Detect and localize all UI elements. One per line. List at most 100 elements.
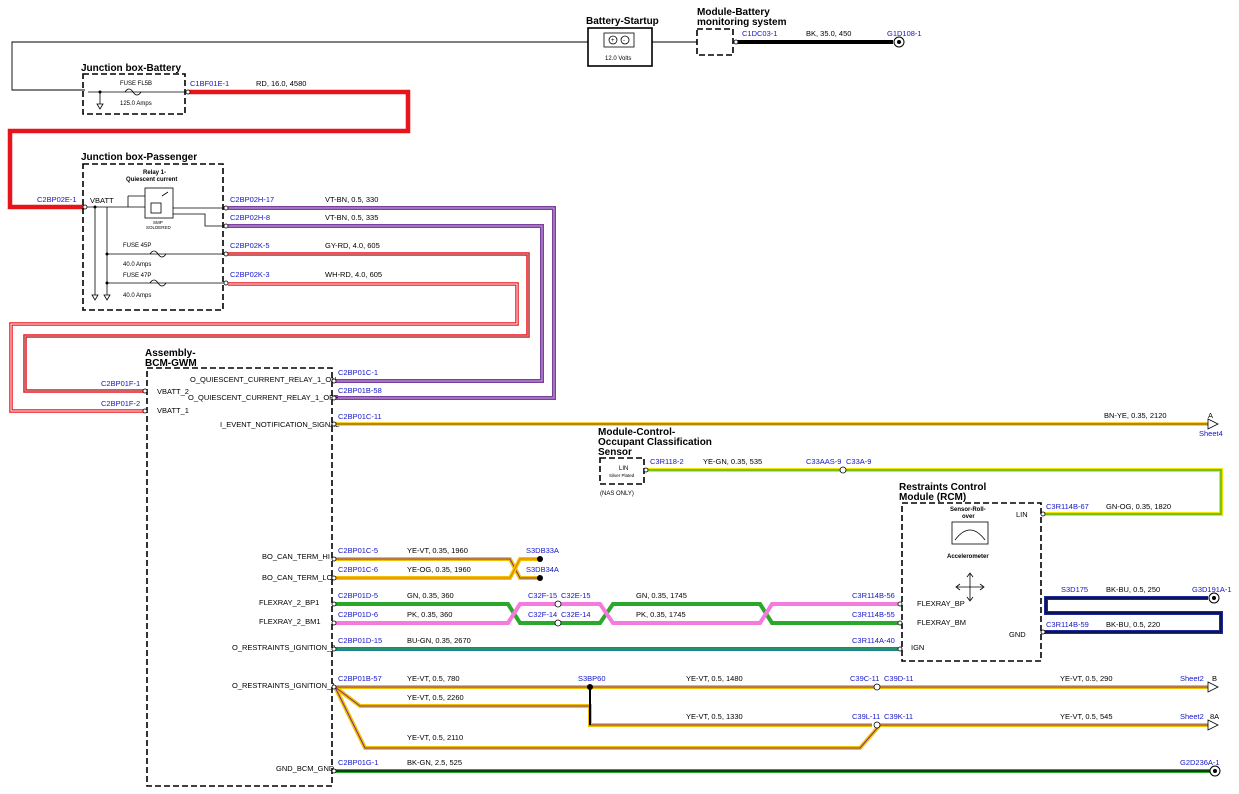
wire-label-bkgn: BK-GN, 2.5, 525	[407, 758, 462, 767]
battery-startup-module[interactable]: Battery-Startup + - 12.0 Volts	[586, 16, 659, 67]
ground-arrow-icon	[96, 103, 104, 110]
sheet2-link-8a[interactable]: Sheet2	[1180, 712, 1204, 721]
junction-box-passenger[interactable]: Junction box-Passenger Relay 1- Quiescen…	[81, 152, 225, 311]
vbatt-label: VBATT	[90, 196, 114, 205]
wire-label-bugn: BU-GN, 0.35, 2670	[407, 636, 471, 645]
wire-battery-feed[interactable]	[11, 41, 588, 91]
sheet2-link-b[interactable]: Sheet2	[1180, 674, 1204, 683]
conn-c39d11: C39D-11	[884, 674, 913, 683]
sheet-arrow-icon[interactable]	[1207, 719, 1219, 731]
rcm-ign: IGN	[911, 643, 924, 652]
wire-label-yevt1480: YE-VT, 0.5, 1480	[686, 674, 743, 683]
conn-c39c11: C39C-11	[850, 674, 879, 683]
inline-connector-icon	[839, 466, 847, 474]
conn-g1d108: G1D108-1	[887, 29, 922, 38]
conn-c2bp01b57: C2BP01B-57	[338, 674, 382, 683]
pin-relay-on: O_QUIESCENT_CURRENT_RELAY_1_ON	[190, 375, 337, 384]
bcm-gwm-module[interactable]: Assembly- BCM-GWM	[145, 348, 333, 787]
occ-note: (NAS ONLY)	[600, 491, 634, 497]
sheet-arrow-icon[interactable]	[1207, 681, 1219, 693]
arrow-label-b: B	[1212, 674, 1217, 683]
junction-box-battery[interactable]: Junction box-Battery FUSE FL5B 125.0 Amp…	[81, 63, 186, 115]
inline-connector-icon	[873, 683, 881, 691]
conn-c1dc03: C1DC03-1	[742, 29, 777, 38]
wire-label-pk1745: PK, 0.35, 1745	[636, 610, 686, 619]
bcm-title-l2: BCM-GWM	[145, 358, 197, 369]
junction-battery-title: Junction box-Battery	[81, 63, 181, 74]
sheet-arrow-icon[interactable]	[1207, 418, 1219, 430]
sheet4-link[interactable]: Sheet4	[1199, 429, 1223, 438]
pin-ign1: O_RESTRAINTS_IGNITION_1	[232, 681, 335, 690]
conn-c32e14: C32E-14	[561, 610, 591, 619]
occ-title-l3: Sensor	[598, 447, 632, 458]
fuse-icon	[124, 88, 142, 96]
wire-yevt-ignition[interactable]	[333, 685, 1208, 750]
conn-c39k11: C39K-11	[884, 712, 913, 721]
plus-icon: +	[611, 38, 615, 44]
wire-vtbn-330[interactable]	[228, 206, 556, 400]
pin-fbm1: FLEXRAY_2_BM1	[259, 617, 321, 626]
rcm-module[interactable]: Restraints Control Module (RCM) Sensor-R…	[899, 482, 1042, 662]
wire-label-pk360: PK, 0.35, 360	[407, 610, 452, 619]
pin-gnd: GND_BCM_GND	[276, 764, 335, 773]
conn-c2bp01c11: C2BP01C-11	[338, 412, 382, 421]
wire-label-yevt290: YE-VT, 0.5, 290	[1060, 674, 1113, 683]
wire-label-bkbu250: BK-BU, 0.5, 250	[1106, 585, 1160, 594]
relay-note-l2: SOLDERED	[146, 225, 172, 230]
ground-icon	[1213, 769, 1217, 773]
occ-lin: LIN	[619, 466, 628, 472]
inline-connector-icon	[554, 619, 562, 627]
wire-label-whrd: WH-RD, 4.0, 605	[325, 270, 382, 279]
conn-c2bp01c6: C2BP01C-6	[338, 565, 378, 574]
ground-arrow-icon	[103, 294, 111, 301]
arrow-label-8a: 8A	[1210, 712, 1219, 721]
bcm-title-l1: Assembly-	[145, 348, 196, 359]
rcm-sensor-l1: Sensor-Roll-	[950, 507, 986, 513]
fuse45-label: FUSE 45P	[123, 243, 151, 249]
pin-markers	[82, 39, 1046, 774]
conn-s3bp60: S3BP60	[578, 674, 606, 683]
junction-passenger-title: Junction box-Passenger	[81, 152, 197, 163]
conn-c3r114a40: C3R114A-40	[852, 636, 895, 645]
ground-icon	[897, 40, 901, 44]
wire-label-gn1745: GN, 0.35, 1745	[636, 591, 687, 600]
conn-c32f14: C32F-14	[528, 610, 557, 619]
wire-label-yevt1330: YE-VT, 0.5, 1330	[686, 712, 743, 721]
rcm-lin: LIN	[1016, 510, 1028, 519]
battery-monitor-module[interactable]: Module-Battery monitoring system	[696, 7, 787, 56]
conn-c2bp01f2: C2BP01F-2	[101, 399, 140, 408]
conn-c32e15: C32E-15	[561, 591, 591, 600]
wire-label-yevt2110: YE-VT, 0.5, 2110	[407, 733, 463, 742]
ground-arrow-icon	[91, 294, 99, 301]
ground-icon	[1212, 596, 1216, 600]
relay-title-l1: Relay 1-	[143, 170, 166, 176]
arrow-label-a: A	[1208, 411, 1213, 420]
conn-g2d236a: G2D236A-1	[1180, 758, 1220, 767]
rcm-gnd: GND	[1009, 630, 1026, 639]
conn-c33a9: C33A-9	[846, 457, 871, 466]
wire-label-yegn: YE-GN, 0.35, 535	[703, 457, 762, 466]
conn-c2bp02e: C2BP02E-1	[37, 195, 77, 204]
wire-label-gyrd: GY-RD, 4.0, 605	[325, 241, 380, 250]
wire-label-gnog: GN-OG, 0.35, 1820	[1106, 502, 1171, 511]
conn-c39l11: C39L-11	[852, 712, 880, 721]
relay-note-l1: SMP	[153, 220, 163, 225]
conn-c3r118: C3R118-2	[650, 457, 684, 466]
conn-c2bp01b58: C2BP01B-58	[338, 386, 382, 395]
conn-c2bp01g1: C2BP01G-1	[338, 758, 378, 767]
conn-s3d175: S3D175	[1061, 585, 1088, 594]
conn-s3db34a: S3DB34A	[526, 565, 559, 574]
inline-connector-icon	[554, 600, 562, 608]
conn-c2bp01c1: C2BP01C-1	[338, 368, 378, 377]
wire-label-vtbn335: VT-BN, 0.5, 335	[325, 213, 378, 222]
conn-c2bp01d6: C2BP01D-6	[338, 610, 378, 619]
wire-rd-16[interactable]	[7, 89, 411, 210]
wire-vtbn-335[interactable]	[228, 224, 544, 383]
conn-c3r114b55: C3R114B-55	[852, 610, 895, 619]
wire-label-yevt1960: YE-VT, 0.35, 1960	[407, 546, 468, 555]
relay-title-l2: Quiescent current	[126, 177, 177, 183]
rcm-title-l1: Restraints Control	[899, 482, 986, 493]
wire-pk-flexray[interactable]	[335, 602, 898, 625]
rcm-sensor-l2: over	[962, 514, 975, 520]
wire-label-bk: BK, 35.0, 450	[806, 29, 851, 38]
